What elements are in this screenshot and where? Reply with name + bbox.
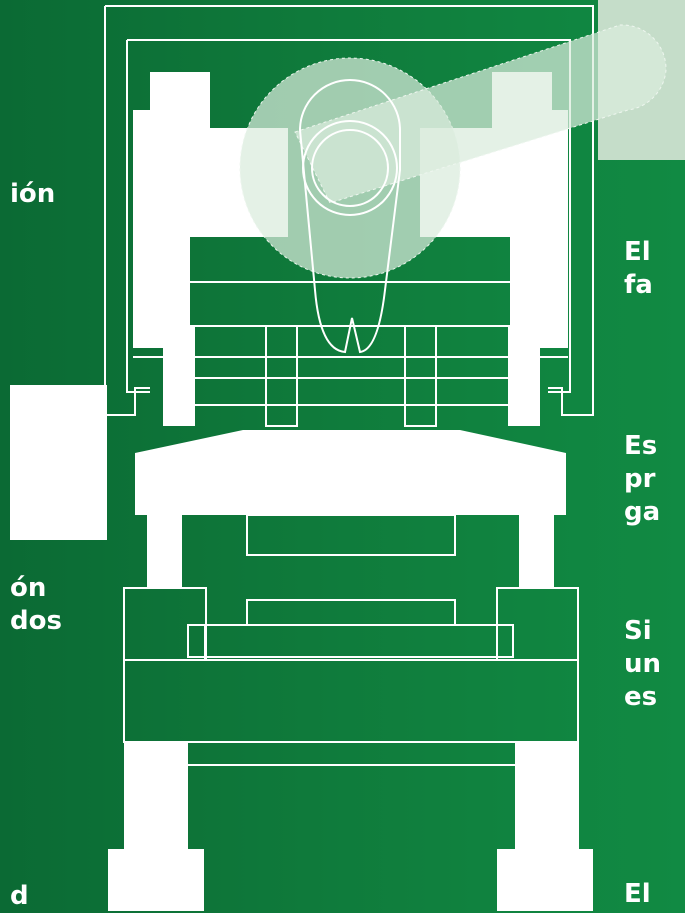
bed-body xyxy=(123,659,579,743)
control-box xyxy=(10,385,107,540)
guide-plate-right xyxy=(404,325,437,427)
lower-die xyxy=(246,599,456,626)
bed-column-right xyxy=(515,742,579,852)
right-text-fragment-2: Es pr ga xyxy=(624,431,661,527)
crank-pin-outer xyxy=(302,120,398,216)
left-text-fragment-2: ón dos xyxy=(10,573,62,636)
right-text-fragment-3: Si un es xyxy=(624,616,662,712)
inner-frame-outline xyxy=(126,39,571,393)
guide-plate-left xyxy=(265,325,298,427)
slide-leg-left xyxy=(147,515,182,587)
foot-left xyxy=(108,849,204,911)
connecting-rod xyxy=(298,79,401,354)
left-text-fragment-1: ión xyxy=(10,179,56,209)
bed-column-left xyxy=(124,742,188,852)
right-text-fragment-4: El xyxy=(624,879,651,909)
outer-frame-outline xyxy=(105,5,594,416)
slide-leg-right xyxy=(519,515,554,587)
upper-die xyxy=(246,514,456,556)
slide-ram xyxy=(135,430,566,515)
foot-right xyxy=(497,849,593,911)
bolster-plate xyxy=(187,624,514,658)
guide-column-right xyxy=(508,326,540,426)
crank-pin-inner xyxy=(311,129,389,207)
right-text-fragment-1: El fa xyxy=(624,237,653,300)
outer-frame-left-outline xyxy=(104,6,150,416)
left-text-fragment-3: d xyxy=(10,881,29,911)
guide-column-left xyxy=(163,326,195,426)
